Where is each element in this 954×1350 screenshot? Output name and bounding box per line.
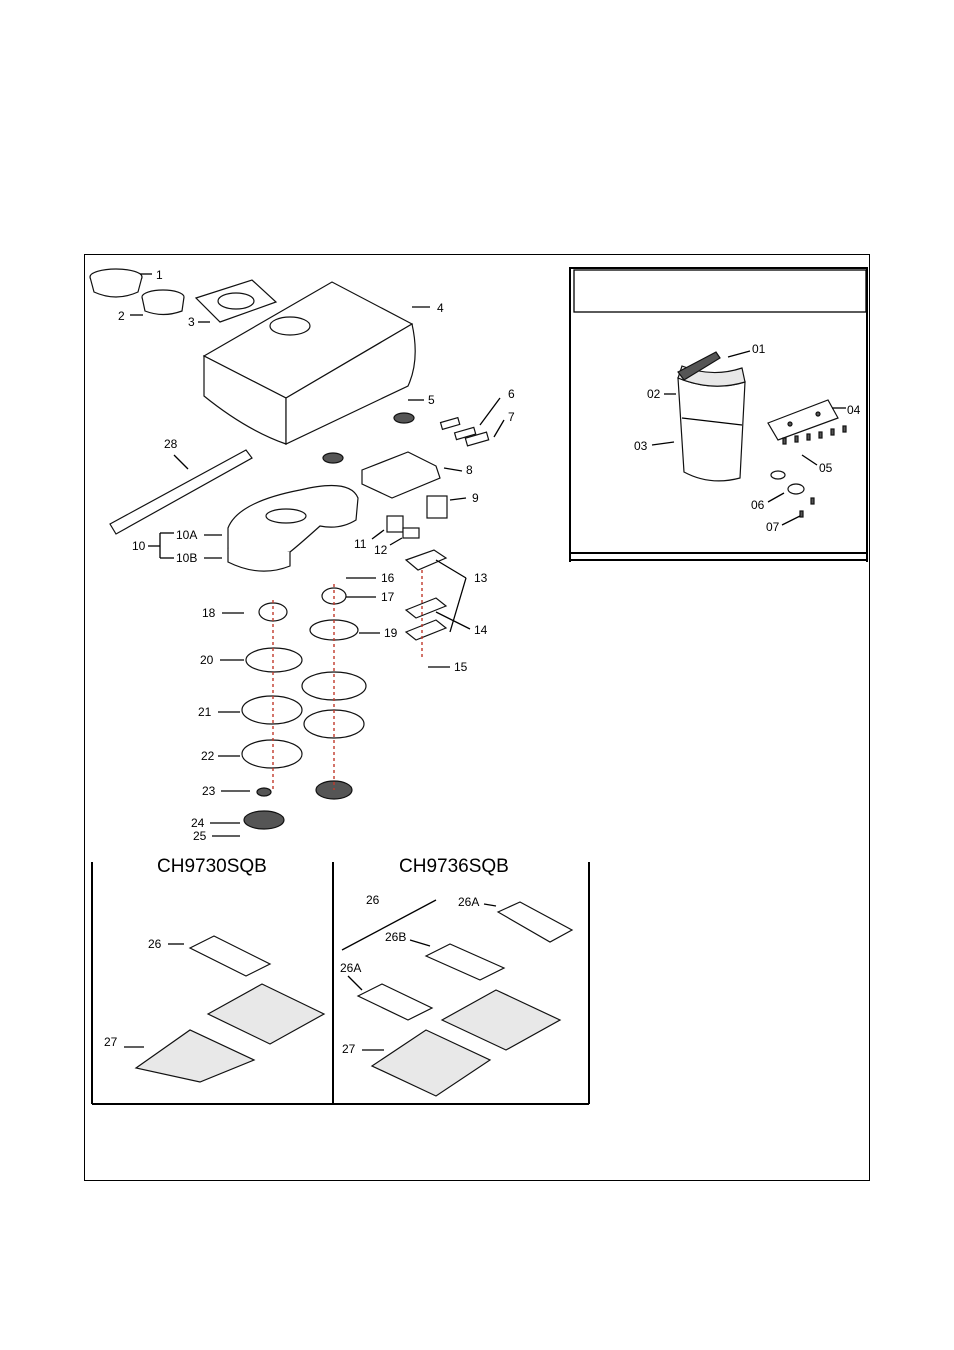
label-13: 13 (474, 571, 488, 585)
label-21: 21 (198, 705, 212, 719)
title-ch9736sqb: CH9736SQB (399, 856, 509, 877)
label-10b: 10B (176, 551, 197, 565)
label-23: 23 (202, 784, 216, 798)
label-03: 03 (634, 439, 648, 453)
label-26a-top: 26A (458, 895, 479, 909)
label-10: 10 (132, 539, 146, 553)
label-6: 6 (508, 387, 515, 401)
label-24: 24 (191, 816, 205, 830)
filter-section: CH9730SQB CH9736SQB 26 27 26 26A 26B 26A… (92, 856, 589, 1104)
title-ch9730sqb: CH9730SQB (157, 856, 267, 877)
label-02: 02 (647, 387, 661, 401)
label-10a: 10A (176, 528, 197, 542)
label-05: 05 (819, 461, 833, 475)
label-22: 22 (201, 749, 215, 763)
label-01: 01 (752, 342, 766, 356)
label-15: 15 (454, 660, 468, 674)
label-27-left: 27 (104, 1035, 118, 1049)
label-14: 14 (474, 623, 488, 637)
label-04: 04 (847, 403, 861, 417)
label-8: 8 (466, 463, 473, 477)
label-06: 06 (751, 498, 765, 512)
label-27-right: 27 (342, 1042, 356, 1056)
label-7: 7 (508, 410, 515, 424)
label-26a: 26A (340, 961, 361, 975)
label-9: 9 (472, 491, 479, 505)
label-12: 12 (374, 543, 388, 557)
label-28: 28 (164, 437, 178, 451)
label-2: 2 (118, 309, 125, 323)
chimney-inset: 01 02 03 04 05 06 07 (570, 268, 867, 562)
label-5: 5 (428, 393, 435, 407)
label-19: 19 (384, 626, 398, 640)
label-25: 25 (193, 829, 207, 843)
label-20: 20 (200, 653, 214, 667)
label-26-left: 26 (148, 937, 162, 951)
label-26b: 26B (385, 930, 406, 944)
label-16: 16 (381, 571, 395, 585)
label-18: 18 (202, 606, 216, 620)
label-4: 4 (437, 301, 444, 315)
label-17: 17 (381, 590, 395, 604)
main-exploded-view: 1 2 3 4 5 6 7 8 9 28 10 10A 10B 11 12 13… (90, 268, 515, 843)
label-3: 3 (188, 315, 195, 329)
label-11: 11 (354, 537, 367, 551)
label-26-right: 26 (366, 893, 380, 907)
label-1: 1 (156, 268, 163, 282)
label-07: 07 (766, 520, 780, 534)
